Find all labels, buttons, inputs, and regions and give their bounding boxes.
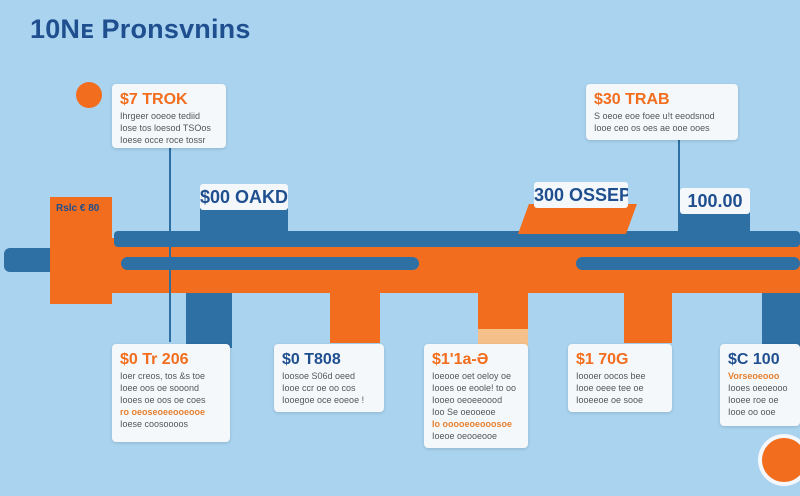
card-heading: $30 TRAB bbox=[594, 91, 670, 108]
card-line: Iooe ccr oe oo cos bbox=[282, 383, 356, 393]
card-line: Iooee roe oe bbox=[728, 395, 779, 405]
card-line: Ioee oos oe sooond bbox=[120, 383, 200, 393]
card-line: Iooe oeee tee oe bbox=[576, 383, 644, 393]
card-line: Iooes oe oos oe coes bbox=[120, 395, 206, 405]
sign-2: 300 OSSEP bbox=[534, 182, 628, 208]
stem-2 bbox=[678, 140, 680, 232]
card-line: Iooeo oeoeeoood bbox=[432, 395, 503, 405]
orange-dot-bottom bbox=[762, 438, 800, 482]
left-label: Rslc € 80 bbox=[56, 203, 100, 214]
raised-block-2 bbox=[518, 204, 637, 234]
card-line: Iooes oeoeooo bbox=[728, 383, 788, 393]
card-foot: Ioeoe oeooeooe bbox=[432, 431, 498, 441]
card-line: Ihrgeer ooeoe tediid bbox=[120, 111, 201, 121]
card-line: S oeoe eoe foee u!t eeodsnod bbox=[594, 111, 715, 121]
page-title: 10Nᴇ Pronsvnins bbox=[30, 14, 251, 44]
card-accent: ro oeoseoeeooeooe bbox=[120, 407, 206, 417]
card-line: Iooe oo ooe bbox=[728, 407, 776, 417]
card-line: Ioeooe oet oeloy oe bbox=[432, 371, 512, 381]
card-line: Iooegoe oce eoeoe ! bbox=[282, 395, 365, 405]
card-line: Iooeeoe oe sooe bbox=[576, 395, 644, 405]
card-line: Ioese occe roce tossr bbox=[120, 135, 206, 145]
pipe-2 bbox=[330, 293, 380, 343]
pipe-5 bbox=[762, 293, 800, 348]
top-card-1: $7 TROK Ihrgeer ooeoe tediid Iose tos lo… bbox=[112, 84, 226, 148]
top-card-2: $30 TRAB S oeoe eoe foee u!t eeodsnod Io… bbox=[586, 84, 738, 140]
card-accent: Vorseoeooo bbox=[728, 371, 780, 381]
pipe-4 bbox=[624, 293, 672, 343]
inner-blue-stripe-right bbox=[576, 257, 800, 270]
card-heading: $0 T808 bbox=[282, 351, 341, 368]
raised-block-3 bbox=[680, 210, 750, 234]
sign-1: $00 OAKD bbox=[200, 184, 288, 210]
stem-1 bbox=[169, 148, 171, 342]
card-foot: Ioese coosoooos bbox=[120, 419, 189, 429]
sign-3: 100.00 bbox=[680, 188, 750, 214]
card-line: Iooe ceo os oes ae ooe ooes bbox=[594, 123, 710, 133]
bottom-card-1: $0 Tr 206 Ioer creos, tos &s toe Ioee oo… bbox=[112, 344, 230, 442]
bottom-card-4: $1 70G Ioooer oocos bee Iooe oeee tee oe… bbox=[568, 344, 672, 412]
card-heading: $1'1a-Ə bbox=[432, 351, 489, 368]
left-orange-block bbox=[50, 197, 112, 304]
raised-block-1 bbox=[200, 208, 288, 234]
pipe-3-top bbox=[478, 293, 528, 329]
card-line: Ioo Se oeooeoe bbox=[432, 407, 496, 417]
bottom-card-5: $C 100 Vorseoeooo Iooes oeoeooo Iooee ro… bbox=[720, 344, 800, 426]
pipe-1 bbox=[186, 293, 232, 348]
card-line: Ioosoe S06d oeed bbox=[282, 371, 356, 381]
card-heading: $C 100 bbox=[728, 351, 780, 368]
card-line: Iooes oe eoole! to oo bbox=[432, 383, 517, 393]
card-line: Ioooer oocos bee bbox=[576, 371, 646, 381]
top-blue-bar bbox=[114, 231, 800, 247]
bottom-card-3: $1'1a-Ə Ioeooe oet oeloy oe Iooes oe eoo… bbox=[424, 344, 528, 448]
bottom-card-2: $0 T808 Ioosoe S06d oeed Iooe ccr oe oo … bbox=[274, 344, 384, 412]
card-line: Iose tos loesod TSOos bbox=[120, 123, 211, 133]
card-heading: $0 Tr 206 bbox=[120, 351, 189, 368]
card-heading: $1 70G bbox=[576, 351, 629, 368]
card-accent: Io ooooeoeooosoe bbox=[432, 419, 512, 429]
card-heading: $7 TROK bbox=[120, 91, 188, 108]
inner-blue-stripe-left bbox=[121, 257, 419, 270]
card-line: Ioer creos, tos &s toe bbox=[120, 371, 206, 381]
orange-dot-top bbox=[76, 82, 102, 108]
